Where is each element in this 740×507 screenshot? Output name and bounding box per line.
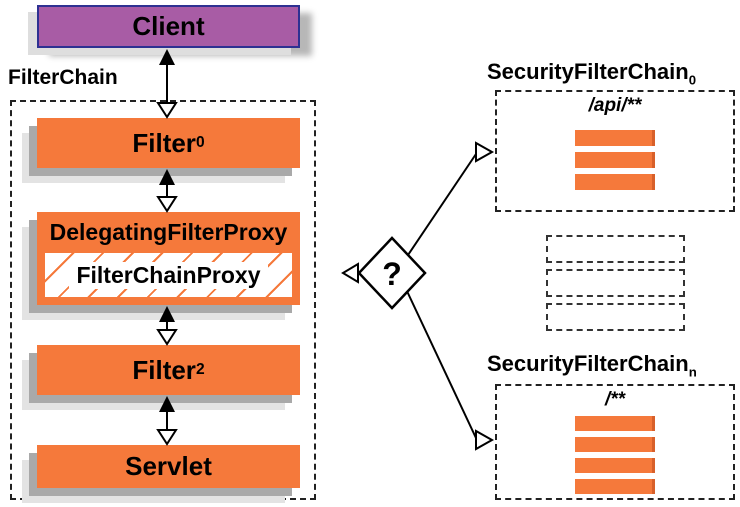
filterchain-container bbox=[10, 100, 316, 500]
servlet-box: Servlet bbox=[37, 445, 300, 488]
question-mark-label: ? bbox=[382, 256, 402, 292]
filter2-label: Filter bbox=[132, 354, 196, 385]
security-filter-chain-0-label: SecurityFilterChain0 bbox=[487, 59, 697, 88]
arrowhead-left-icon bbox=[341, 262, 359, 284]
servlet-label: Servlet bbox=[125, 451, 212, 481]
filter-bar bbox=[575, 479, 655, 494]
security-filter-chain-n-box: /** bbox=[495, 384, 735, 500]
security-filter-chain-n-title: SecurityFilterChain bbox=[487, 351, 689, 376]
ellipsis-chain-boxes bbox=[546, 235, 685, 337]
client-box: Client bbox=[37, 5, 300, 48]
filter-bar bbox=[575, 130, 655, 146]
ellipsis-box bbox=[546, 303, 685, 331]
filter-chain-proxy-label: FilterChainProxy bbox=[69, 261, 268, 289]
url-pattern-api: /api/** bbox=[588, 95, 642, 116]
arrowhead-right-icon bbox=[475, 429, 495, 451]
security-filter-chain-n-subscript: n bbox=[688, 364, 697, 380]
filter-bar-list bbox=[497, 130, 733, 190]
filter-bar bbox=[575, 416, 655, 431]
delegating-filter-proxy-label: DelegatingFilterProxy bbox=[49, 219, 288, 245]
filter-bar-list bbox=[497, 416, 733, 494]
decision-to-chain0-connector bbox=[405, 141, 495, 259]
filterchain-label: FilterChain bbox=[8, 66, 118, 89]
arrowhead-up-icon bbox=[159, 49, 175, 65]
filter-bar bbox=[575, 152, 655, 168]
security-filter-chain-n-label: SecurityFilterChainn bbox=[487, 351, 697, 380]
security-filter-chain-0-title: SecurityFilterChain bbox=[487, 59, 689, 84]
security-filter-chain-0-subscript: 0 bbox=[688, 72, 697, 88]
decision-to-chain-n-connector bbox=[405, 288, 495, 451]
filter-bar bbox=[575, 437, 655, 452]
filter-bar bbox=[575, 174, 655, 190]
url-pattern-root: /** bbox=[604, 389, 626, 410]
decision-to-proxy-connector bbox=[341, 262, 362, 284]
arrowhead-right-icon bbox=[475, 141, 495, 163]
delegating-filter-proxy-box: DelegatingFilterProxy FilterChainProxy bbox=[37, 212, 300, 305]
client-label: Client bbox=[132, 11, 205, 41]
decision-diamond: ? bbox=[357, 236, 427, 310]
filter-chain-proxy-box: FilterChainProxy bbox=[43, 251, 294, 299]
filter-bar bbox=[575, 458, 655, 473]
ellipsis-box bbox=[546, 269, 685, 297]
filter0-label: Filter bbox=[132, 127, 196, 158]
ellipsis-box bbox=[546, 235, 685, 263]
security-filter-chain-0-box: /api/** bbox=[495, 90, 735, 212]
